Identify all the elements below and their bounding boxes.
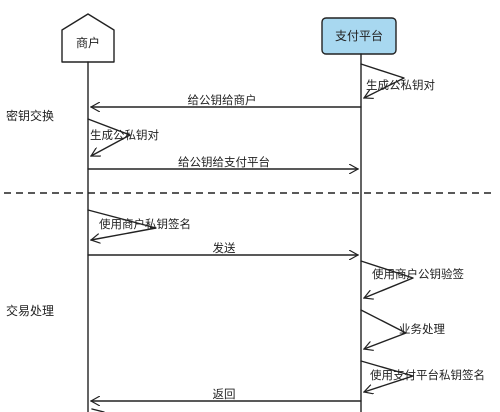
step-label: 生成公私钥对 <box>90 128 159 142</box>
step-label: 生成公私钥对 <box>366 78 435 92</box>
self-message-business-process: 业务处理 <box>360 309 445 349</box>
message-send-pubkey-to-merchant: 给公钥给商户 <box>91 93 362 107</box>
section-label-key-exchange: 密钥交换 <box>6 108 54 123</box>
step-label: 使用商户私钥签名 <box>99 217 191 231</box>
message-return: 返回 <box>91 387 362 401</box>
step-label: 使用商户公钥验签 <box>372 267 464 281</box>
participant-merchant: 商户 <box>61 13 115 63</box>
self-message-platform-sign: 使用支付平台私钥签名 <box>360 360 485 392</box>
participant-platform: 支付平台 <box>321 17 397 55</box>
message-send: 发送 <box>87 241 358 255</box>
participant-platform-box <box>321 17 397 55</box>
message-label: 给公钥给支付平台 <box>178 155 270 169</box>
participant-merchant-label: 商户 <box>76 35 100 50</box>
self-message-verify-signature: 使用商户公钥验签 <box>360 260 464 298</box>
participant-platform-label: 支付平台 <box>335 28 383 43</box>
message-label: 发送 <box>213 241 236 255</box>
self-message-merchant-sign: 使用商户私钥签名 <box>87 209 191 240</box>
self-message-platform-gen-keypair: 生成公私钥对 <box>360 63 435 98</box>
step-label: 使用支付平台私钥签名 <box>370 368 485 382</box>
message-send-pubkey-to-platform: 给公钥给支付平台 <box>87 155 358 169</box>
step-label: 业务处理 <box>399 322 445 336</box>
self-message-merchant-gen-keypair: 生成公私钥对 <box>87 118 159 156</box>
message-label: 给公钥给商户 <box>188 93 257 107</box>
message-label: 返回 <box>213 387 236 401</box>
section-label-transaction: 交易处理 <box>6 303 54 318</box>
